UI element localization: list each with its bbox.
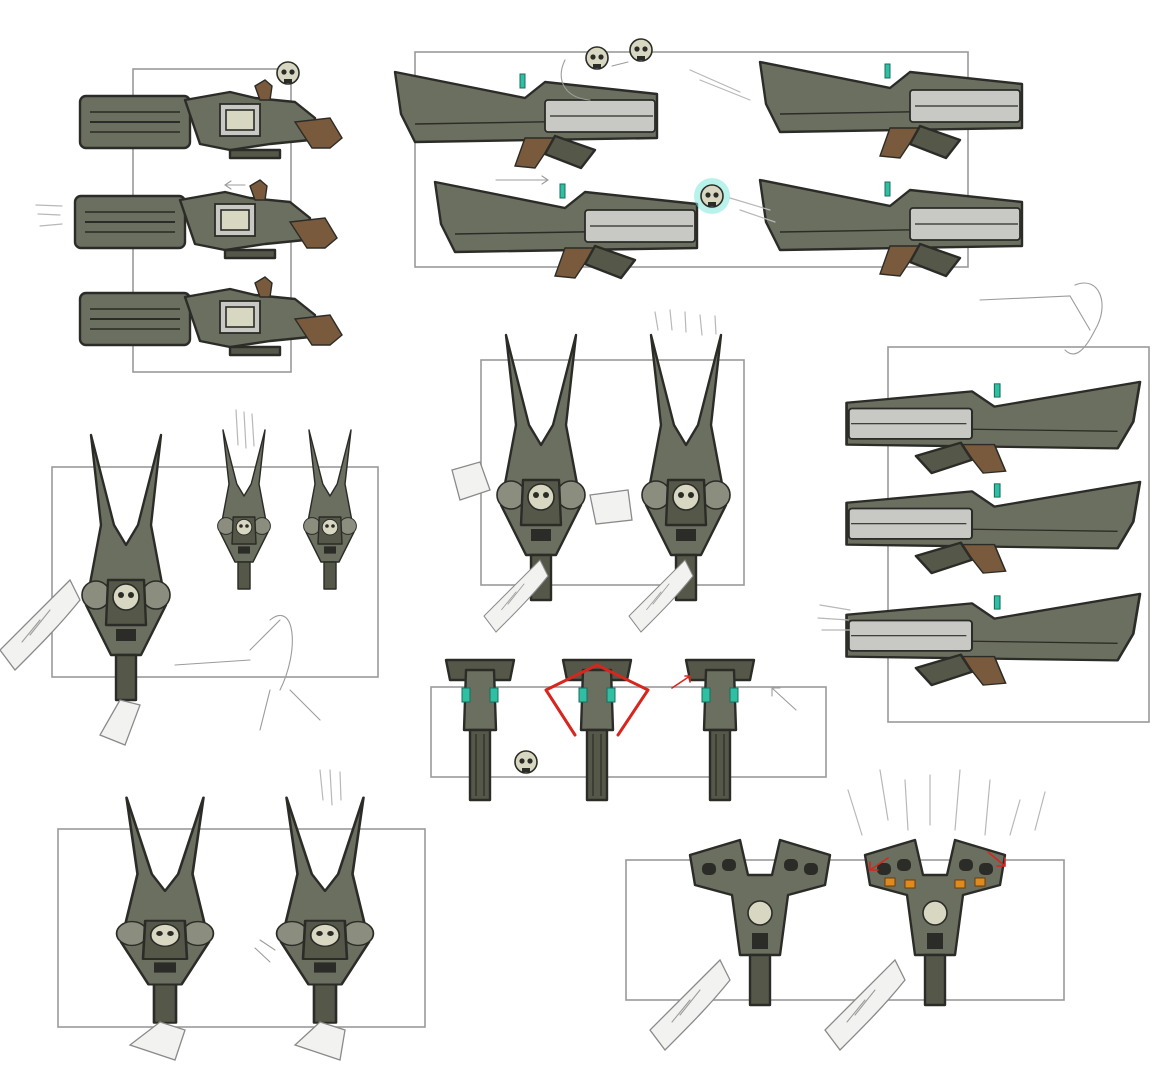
- panel-crossbow-views: [430, 658, 827, 802]
- hand-sketch: [99, 699, 141, 746]
- crossbow-top-view-3: [684, 658, 756, 802]
- launcher-top-view-small-1: [216, 429, 272, 590]
- holding-arm-sketch: [0, 579, 81, 671]
- rifle-side-view-1: [393, 70, 659, 170]
- skull-projectile-icon: [700, 184, 724, 208]
- hand-sketch: [128, 1021, 346, 1061]
- vent-glow: [904, 879, 916, 889]
- vent-glow: [974, 877, 986, 887]
- panel-rifle-side-views: [817, 282, 1150, 723]
- launcher-close-up-2: [275, 796, 375, 1025]
- motion-lines: [319, 769, 342, 806]
- panel-rifle-reload-sequence: [393, 38, 1024, 280]
- motion-lines: [35, 204, 63, 227]
- sketch-lines: [254, 939, 276, 963]
- rifle-side-view-7: [845, 592, 1142, 687]
- bow-string: [544, 663, 650, 737]
- hand-sketch: [451, 461, 633, 525]
- holding-arm-sketch: [649, 959, 731, 1051]
- cannon-side-view-3: [78, 275, 344, 357]
- panel-launcher-top-views: [0, 409, 379, 746]
- direction-arrow: [771, 687, 797, 711]
- rifle-side-view-3: [433, 180, 699, 280]
- figure-sketch: [979, 282, 1103, 355]
- launcher-front-view-2: [640, 333, 732, 602]
- cannon-side-view-2: [73, 178, 339, 260]
- motion-lines: [235, 409, 255, 449]
- reload-arc-sketch: [560, 59, 629, 101]
- red-arrow: [671, 675, 691, 689]
- red-arrow: [987, 851, 1006, 867]
- red-arrow: [869, 857, 889, 871]
- panel-frame: [625, 859, 1065, 1001]
- launcher-top-view-small-2: [302, 429, 358, 590]
- skull-ammo-icon: [585, 46, 609, 70]
- vent-glow: [884, 877, 896, 887]
- skull-ammo-icon: [514, 750, 538, 774]
- motion-lines: [654, 309, 717, 336]
- launcher-front-view-1: [495, 333, 587, 602]
- direction-arrow: [495, 175, 549, 185]
- panel-launcher-close-ups: [57, 769, 426, 1061]
- motion-lines: [817, 604, 851, 631]
- skull-ammo-icon: [276, 61, 300, 85]
- motion-lines: [847, 769, 1046, 836]
- launcher-top-view-large: [80, 433, 172, 702]
- vent-glow: [954, 879, 966, 889]
- panel-winged-launcher: [625, 769, 1065, 1051]
- holding-arm-sketch: [824, 959, 906, 1051]
- rifle-side-view-5: [845, 380, 1142, 475]
- figure-sketch: [174, 614, 321, 731]
- panel-frame: [51, 466, 379, 678]
- skull-ammo-icon: [629, 38, 653, 62]
- motion-lines: [689, 69, 776, 223]
- panel-frame: [430, 686, 827, 778]
- direction-arrow: [224, 180, 246, 190]
- panel-launcher-firing-views: [451, 309, 745, 633]
- cannon-side-view-1: [78, 78, 344, 160]
- rifle-side-view-2: [758, 60, 1024, 160]
- launcher-close-up-1: [115, 796, 215, 1025]
- rifle-side-view-4: [758, 178, 1024, 278]
- panel-frame: [414, 51, 969, 268]
- panel-frame: [57, 828, 426, 1028]
- rifle-side-view-6: [845, 480, 1142, 575]
- crossbow-top-view-1: [444, 658, 516, 802]
- panel-cannon-side-views: [35, 61, 344, 373]
